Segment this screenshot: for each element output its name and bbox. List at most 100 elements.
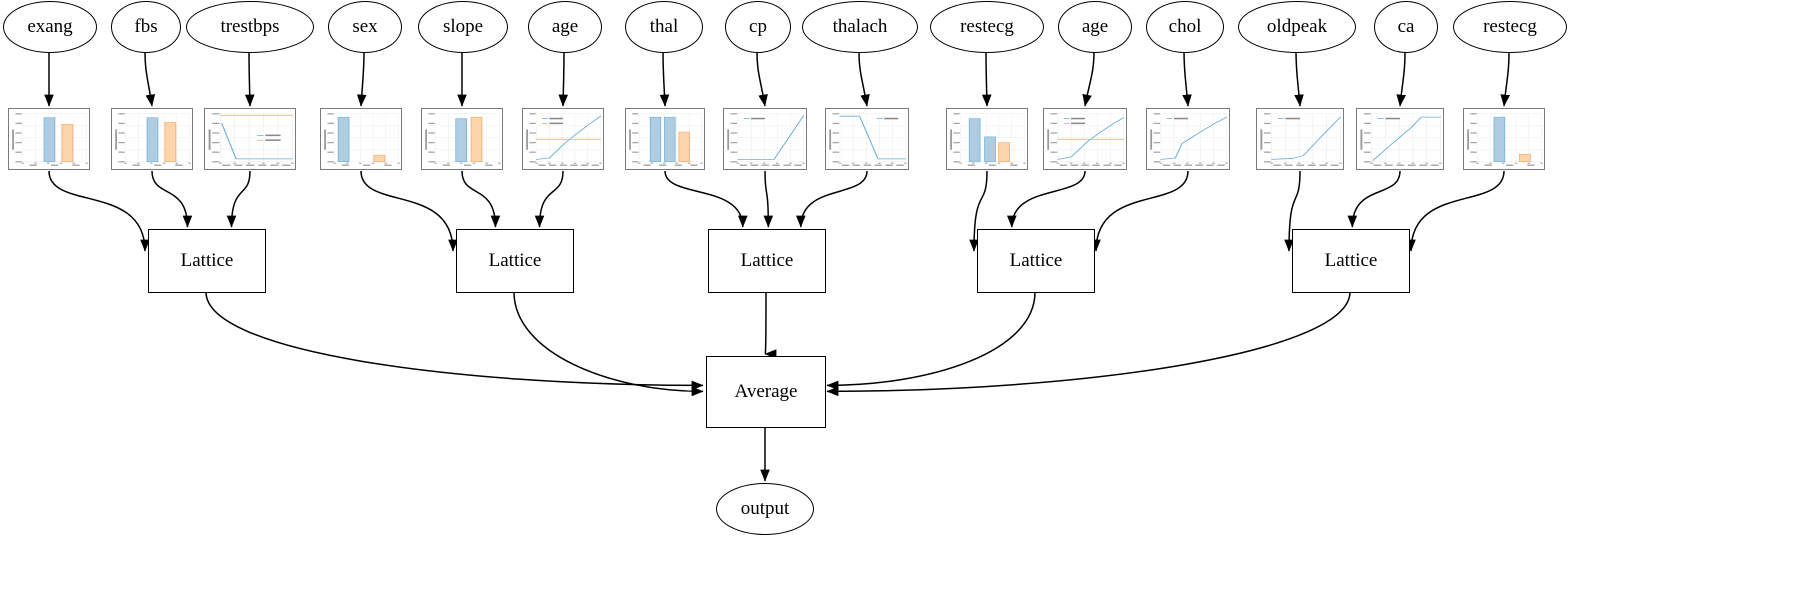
chart-legend (1375, 115, 1405, 121)
edge-calibrator-to-lattice-2 (226, 170, 251, 228)
lattice-node-4[interactable]: Lattice (1292, 229, 1410, 293)
chart-svg (1257, 109, 1343, 169)
feature-node-fbs-1[interactable]: fbs (111, 1, 181, 53)
chart-legend (1275, 115, 1305, 121)
series-calibrated (1057, 117, 1125, 160)
feature-node-label: cp (749, 16, 767, 37)
chart-svg (826, 109, 908, 169)
feature-node-thal-6[interactable]: thal (625, 1, 703, 53)
average-node[interactable]: Average (706, 356, 826, 428)
calibrator-chart-cp-7 (723, 108, 807, 170)
lattice-node-3[interactable]: Lattice (977, 229, 1095, 293)
edge-lattice-to-average-4 (826, 291, 1351, 397)
lattice-node-2[interactable]: Lattice (708, 229, 826, 293)
series-calibrated (1271, 116, 1341, 160)
chart-svg (1147, 109, 1229, 169)
chart-svg (523, 109, 603, 169)
calibrator-chart-sex-3 (320, 108, 402, 170)
bar-0 (1493, 116, 1506, 163)
edge-lattice-to-average-1 (513, 291, 704, 397)
chart-svg (112, 109, 192, 169)
calibrator-chart-fbs-1 (111, 108, 193, 170)
chart-svg (422, 109, 502, 169)
edge-calibrator-to-lattice-8 (796, 170, 868, 228)
calibrator-chart-restecg-14 (1463, 108, 1545, 170)
chart-svg (947, 109, 1027, 169)
chart-legend (874, 115, 903, 121)
edge-calibrator-to-lattice-11 (1091, 170, 1189, 252)
edge-calibrator-to-lattice-14 (1406, 170, 1505, 252)
feature-node-restecg-9[interactable]: restecg (930, 1, 1044, 53)
feature-node-trestbps-2[interactable]: trestbps (186, 1, 314, 53)
bar-2 (998, 142, 1010, 163)
lattice-node-label: Lattice (180, 250, 234, 271)
edge-calibrator-to-lattice-13 (1347, 170, 1401, 228)
edge-calibrator-to-lattice-7 (763, 170, 774, 228)
calibrator-chart-age-10 (1043, 108, 1127, 170)
feature-node-chol-11[interactable]: chol (1146, 1, 1224, 53)
feature-node-label: exang (27, 16, 73, 37)
edge-calibrator-to-lattice-10 (1007, 170, 1086, 228)
output-node[interactable]: output (716, 483, 814, 535)
edge-calibrator-to-lattice-0 (48, 170, 150, 252)
chart-svg (9, 109, 89, 169)
series-calibrated (536, 115, 602, 160)
calibrator-chart-exang-0 (8, 108, 90, 170)
edge-calibrator-to-lattice-4 (461, 170, 501, 228)
bar-1 (984, 136, 996, 163)
edge-feature-to-calibrator-2 (244, 50, 255, 107)
calibrator-chart-ca-13 (1356, 108, 1444, 170)
feature-node-thalach-8[interactable]: thalach (802, 1, 918, 53)
feature-node-ca-13[interactable]: ca (1374, 1, 1438, 53)
chart-legend (539, 115, 567, 126)
chart-svg (1357, 109, 1443, 169)
feature-node-label: trestbps (220, 16, 280, 37)
feature-node-label: oldpeak (1266, 16, 1328, 37)
chart-legend (1164, 115, 1193, 121)
feature-node-oldpeak-12[interactable]: oldpeak (1238, 1, 1356, 53)
feature-node-slope-4[interactable]: slope (418, 1, 508, 53)
edge-feature-to-calibrator-13 (1396, 50, 1406, 107)
lattice-node-label: Lattice (488, 250, 542, 271)
calibrator-chart-age-5 (522, 108, 604, 170)
feature-node-label: slope (442, 16, 484, 37)
bar-0 (43, 117, 56, 163)
feature-node-exang-0[interactable]: exang (3, 1, 97, 53)
feature-node-label: chol (1168, 16, 1202, 37)
series-calibrated (737, 115, 805, 160)
edge-feature-to-calibrator-6 (659, 50, 670, 107)
lattice-node-0[interactable]: Lattice (148, 229, 266, 293)
feature-node-restecg-14[interactable]: restecg (1453, 1, 1567, 53)
edge-calibrator-to-lattice-6 (664, 170, 748, 228)
chart-legend (254, 131, 286, 142)
feature-node-label: ca (1397, 16, 1415, 37)
feature-node-label: sex (352, 16, 378, 37)
edge-calibrator-to-lattice-3 (360, 170, 458, 252)
chart-svg (626, 109, 704, 169)
edge-lattice-to-average-2 (764, 291, 777, 359)
bar-2 (678, 131, 690, 163)
lattice-node-1[interactable]: Lattice (456, 229, 574, 293)
series-calibrated (839, 115, 907, 160)
feature-node-age-10[interactable]: age (1058, 1, 1132, 53)
feature-node-sex-3[interactable]: sex (328, 1, 402, 53)
feature-node-age-5[interactable]: age (528, 1, 602, 53)
output-label: output (740, 498, 790, 519)
feature-node-label: age (1081, 16, 1109, 37)
feature-node-label: fbs (134, 16, 158, 37)
edge-lattice-to-average-3 (826, 291, 1036, 391)
bar-1 (664, 116, 676, 163)
bar-0 (337, 116, 350, 163)
edge-feature-to-calibrator-12 (1294, 50, 1304, 107)
feature-node-label: thal (649, 16, 679, 37)
feature-node-cp-7[interactable]: cp (725, 1, 791, 53)
calibrator-chart-thalach-8 (825, 108, 909, 170)
lattice-node-label: Lattice (740, 250, 794, 271)
chart-legend (741, 115, 770, 121)
bar-0 (968, 118, 981, 163)
feature-node-label: restecg (960, 16, 1014, 37)
edge-calibrator-to-lattice-5 (534, 170, 564, 228)
calibrator-chart-thal-6 (625, 108, 705, 170)
